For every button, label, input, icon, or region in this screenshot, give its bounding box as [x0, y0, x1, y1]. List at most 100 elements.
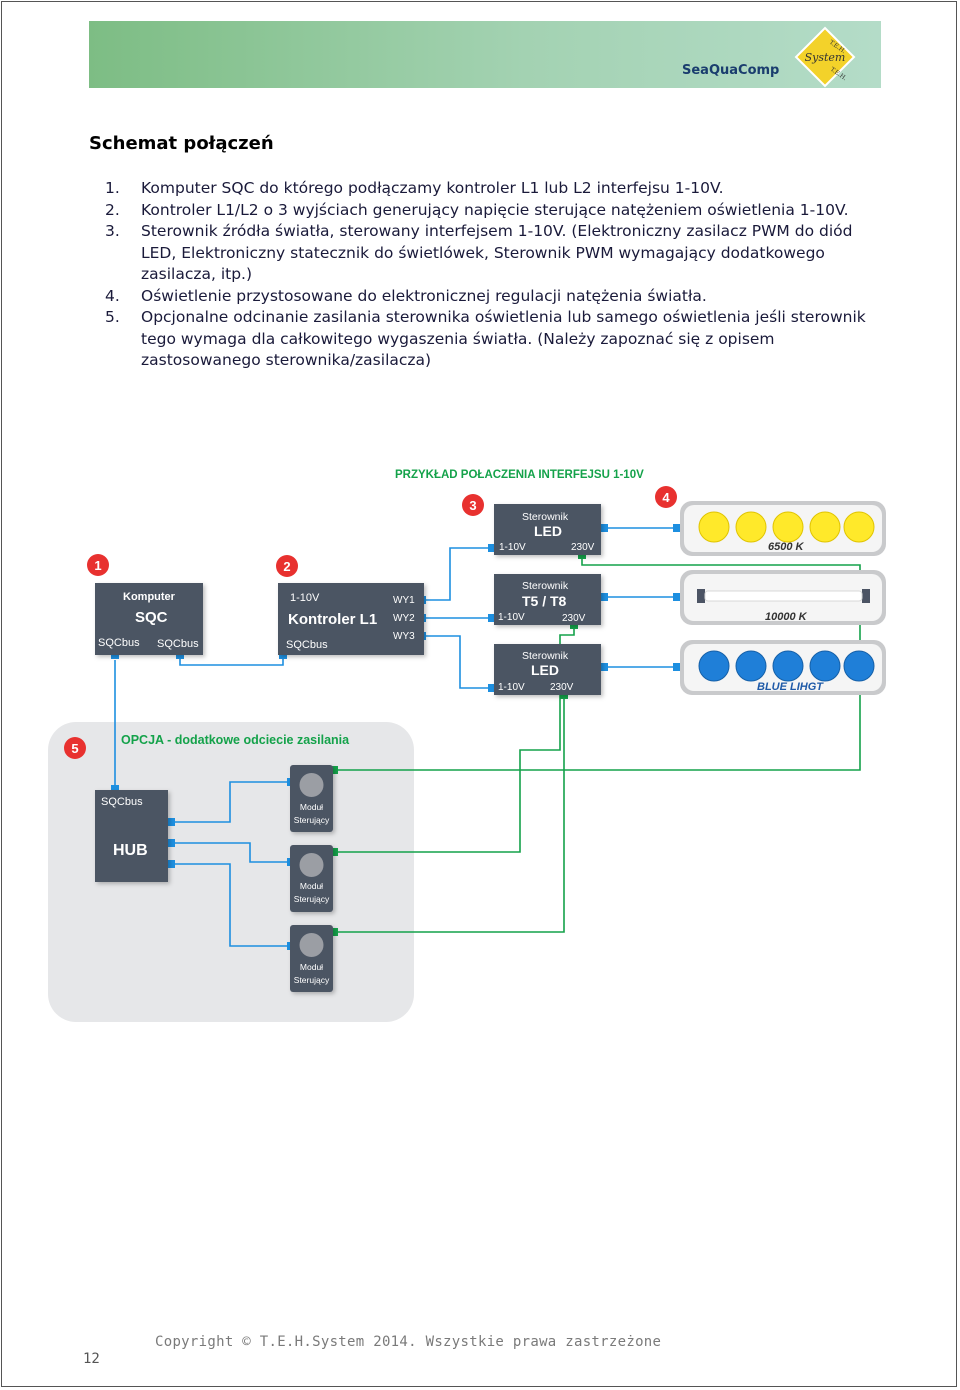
wire-hub-module2	[170, 842, 290, 863]
control-module: Moduł Sterujący	[290, 765, 333, 832]
driver-type: LED	[534, 523, 562, 539]
badge-1: 1	[87, 554, 109, 576]
driver-label: Sterownik	[522, 580, 569, 592]
module-label: Sterujący	[294, 894, 330, 904]
list-item-text: Oświetlenie przystosowane do elektronicz…	[141, 286, 707, 305]
module-label: Moduł	[300, 881, 323, 891]
led-yellow	[843, 511, 875, 543]
controller-name: Kontroler L1	[288, 611, 377, 628]
driver-box-t5: Sterownik T5 / T8 1-10V 230V	[494, 574, 601, 625]
driver-box-led-1: Sterownik LED 1-10V 230V	[494, 504, 601, 555]
led-blue	[698, 650, 730, 682]
svg-text:3: 3	[469, 498, 476, 513]
driver-power: 230V	[562, 613, 586, 624]
list-item-number: 3.	[105, 222, 120, 240]
list-item: 2. Kontroler L1/L2 o 3 wyjściach generują…	[105, 200, 885, 222]
driver-label: Sterownik	[522, 650, 569, 662]
computer-port-right: SQCbus	[157, 638, 199, 650]
badge-5: 5	[64, 737, 86, 759]
svg-text:2: 2	[283, 559, 290, 574]
list-item: 5. Opcjonalne odcinanie zasilania sterown…	[105, 307, 885, 372]
lamp-led-blue: BLUE LIHGT	[680, 640, 886, 695]
list-item-text: Sterownik źródła światła, sterowany inte…	[141, 222, 853, 283]
controller-signal-label: 1-10V	[290, 592, 320, 604]
led-yellow	[735, 511, 767, 543]
module-label: Sterujący	[294, 975, 330, 985]
module-label: Sterujący	[294, 815, 330, 825]
list-item-number: 4.	[105, 286, 120, 305]
computer-name: SQC	[135, 609, 168, 626]
lamp-label: BLUE LIHGT	[757, 681, 824, 693]
list-item-text: Opcjonalne odcinanie zasilania sterownik…	[141, 308, 866, 369]
lamp-label: 6500 K	[768, 541, 805, 553]
driver-type: LED	[531, 662, 559, 678]
hub-name: HUB	[113, 842, 148, 859]
svg-text:5: 5	[71, 741, 78, 756]
controller-box: 1-10V Kontroler L1 SQCbus WY1 WY2 WY3	[278, 583, 424, 655]
copyright-footer: Copyright © T.E.H.System 2014. Wszystkie…	[155, 1334, 662, 1350]
driver-power: 230V	[550, 682, 574, 693]
led-blue	[735, 650, 767, 682]
header-bar	[89, 21, 881, 88]
wire-wy3	[425, 635, 490, 689]
wire-power-3	[333, 695, 565, 933]
wire-hub-module3	[170, 863, 290, 947]
lamp-label: 10000 K	[765, 611, 808, 623]
lamp-led-6500k: 6500 K	[680, 501, 886, 556]
led-yellow	[772, 511, 804, 543]
driver-input: 1-10V	[498, 612, 525, 623]
wire-power-1	[333, 555, 861, 771]
controller-bus-label: SQCbus	[286, 639, 328, 651]
list-item: 4. Oświetlenie przystosowane do elektroni…	[105, 286, 885, 308]
svg-text:4: 4	[662, 490, 670, 505]
module-label: Moduł	[300, 802, 323, 812]
driver-box-led-2: Sterownik LED 1-10V 230V	[494, 644, 601, 695]
led-blue	[843, 650, 875, 682]
controller-out1: WY1	[393, 595, 415, 606]
control-module: Moduł Sterujący	[290, 925, 333, 992]
led-yellow	[698, 511, 730, 543]
svg-text:1: 1	[94, 558, 101, 573]
driver-input: 1-10V	[498, 682, 525, 693]
computer-label: Komputer	[123, 591, 176, 603]
list-item-number: 2.	[105, 200, 120, 219]
control-module: Moduł Sterujący	[290, 845, 333, 912]
teh-system-logo: T.E.H. System T.E.H.	[794, 26, 856, 88]
driver-input: 1-10V	[499, 542, 526, 553]
hub-box: SQCbus HUB	[95, 790, 168, 882]
led-yellow	[809, 511, 841, 543]
driver-label: Sterownik	[522, 511, 569, 523]
wire-wy1	[425, 547, 490, 601]
computer-box: Komputer SQC SQCbus SQCbus	[95, 583, 203, 655]
wires	[114, 527, 861, 947]
wire-power-2	[333, 625, 575, 853]
connection-diagram: PRZYKŁAD POŁACZENIA INTERFEJSU 1-10V	[48, 469, 886, 1022]
badge-2: 2	[276, 555, 298, 577]
hub-port-label: SQCbus	[101, 796, 143, 808]
list-item-number: 1.	[105, 179, 120, 197]
wire-hub-module1	[170, 781, 290, 823]
led-blue	[809, 650, 841, 682]
list-item-text: Komputer SQC do którego podłączamy kontr…	[141, 179, 724, 197]
badge-3: 3	[462, 494, 484, 516]
driver-type: T5 / T8	[522, 593, 567, 609]
diagram-title: PRZYKŁAD POŁACZENIA INTERFEJSU 1-10V	[395, 469, 644, 481]
list-item-text: Kontroler L1/L2 o 3 wyjściach generujący…	[141, 200, 849, 219]
section-title: Schemat połączeń	[89, 133, 274, 154]
list-item-number: 5.	[105, 308, 120, 326]
module-label: Moduł	[300, 962, 323, 972]
lamp-tube-10000k: 10000 K	[680, 570, 886, 625]
driver-power: 230V	[571, 542, 595, 553]
badge-4: 4	[655, 486, 677, 508]
wire-sqcbus-controller	[179, 655, 284, 666]
option-title: OPCJA - dodatkowe odciecie zasilania	[121, 733, 350, 747]
controller-out2: WY2	[393, 613, 415, 624]
brand-name: SeaQuaComp	[682, 63, 780, 78]
controller-out3: WY3	[393, 631, 415, 642]
list-item: 3. Sterownik źródła światła, sterowany in…	[105, 221, 885, 286]
page-number: 12	[83, 1351, 100, 1367]
list-item: 1. Komputer SQC do którego podłączamy kon…	[105, 178, 885, 200]
logo-text-main: System	[805, 51, 846, 64]
computer-port-left: SQCbus	[98, 637, 140, 649]
